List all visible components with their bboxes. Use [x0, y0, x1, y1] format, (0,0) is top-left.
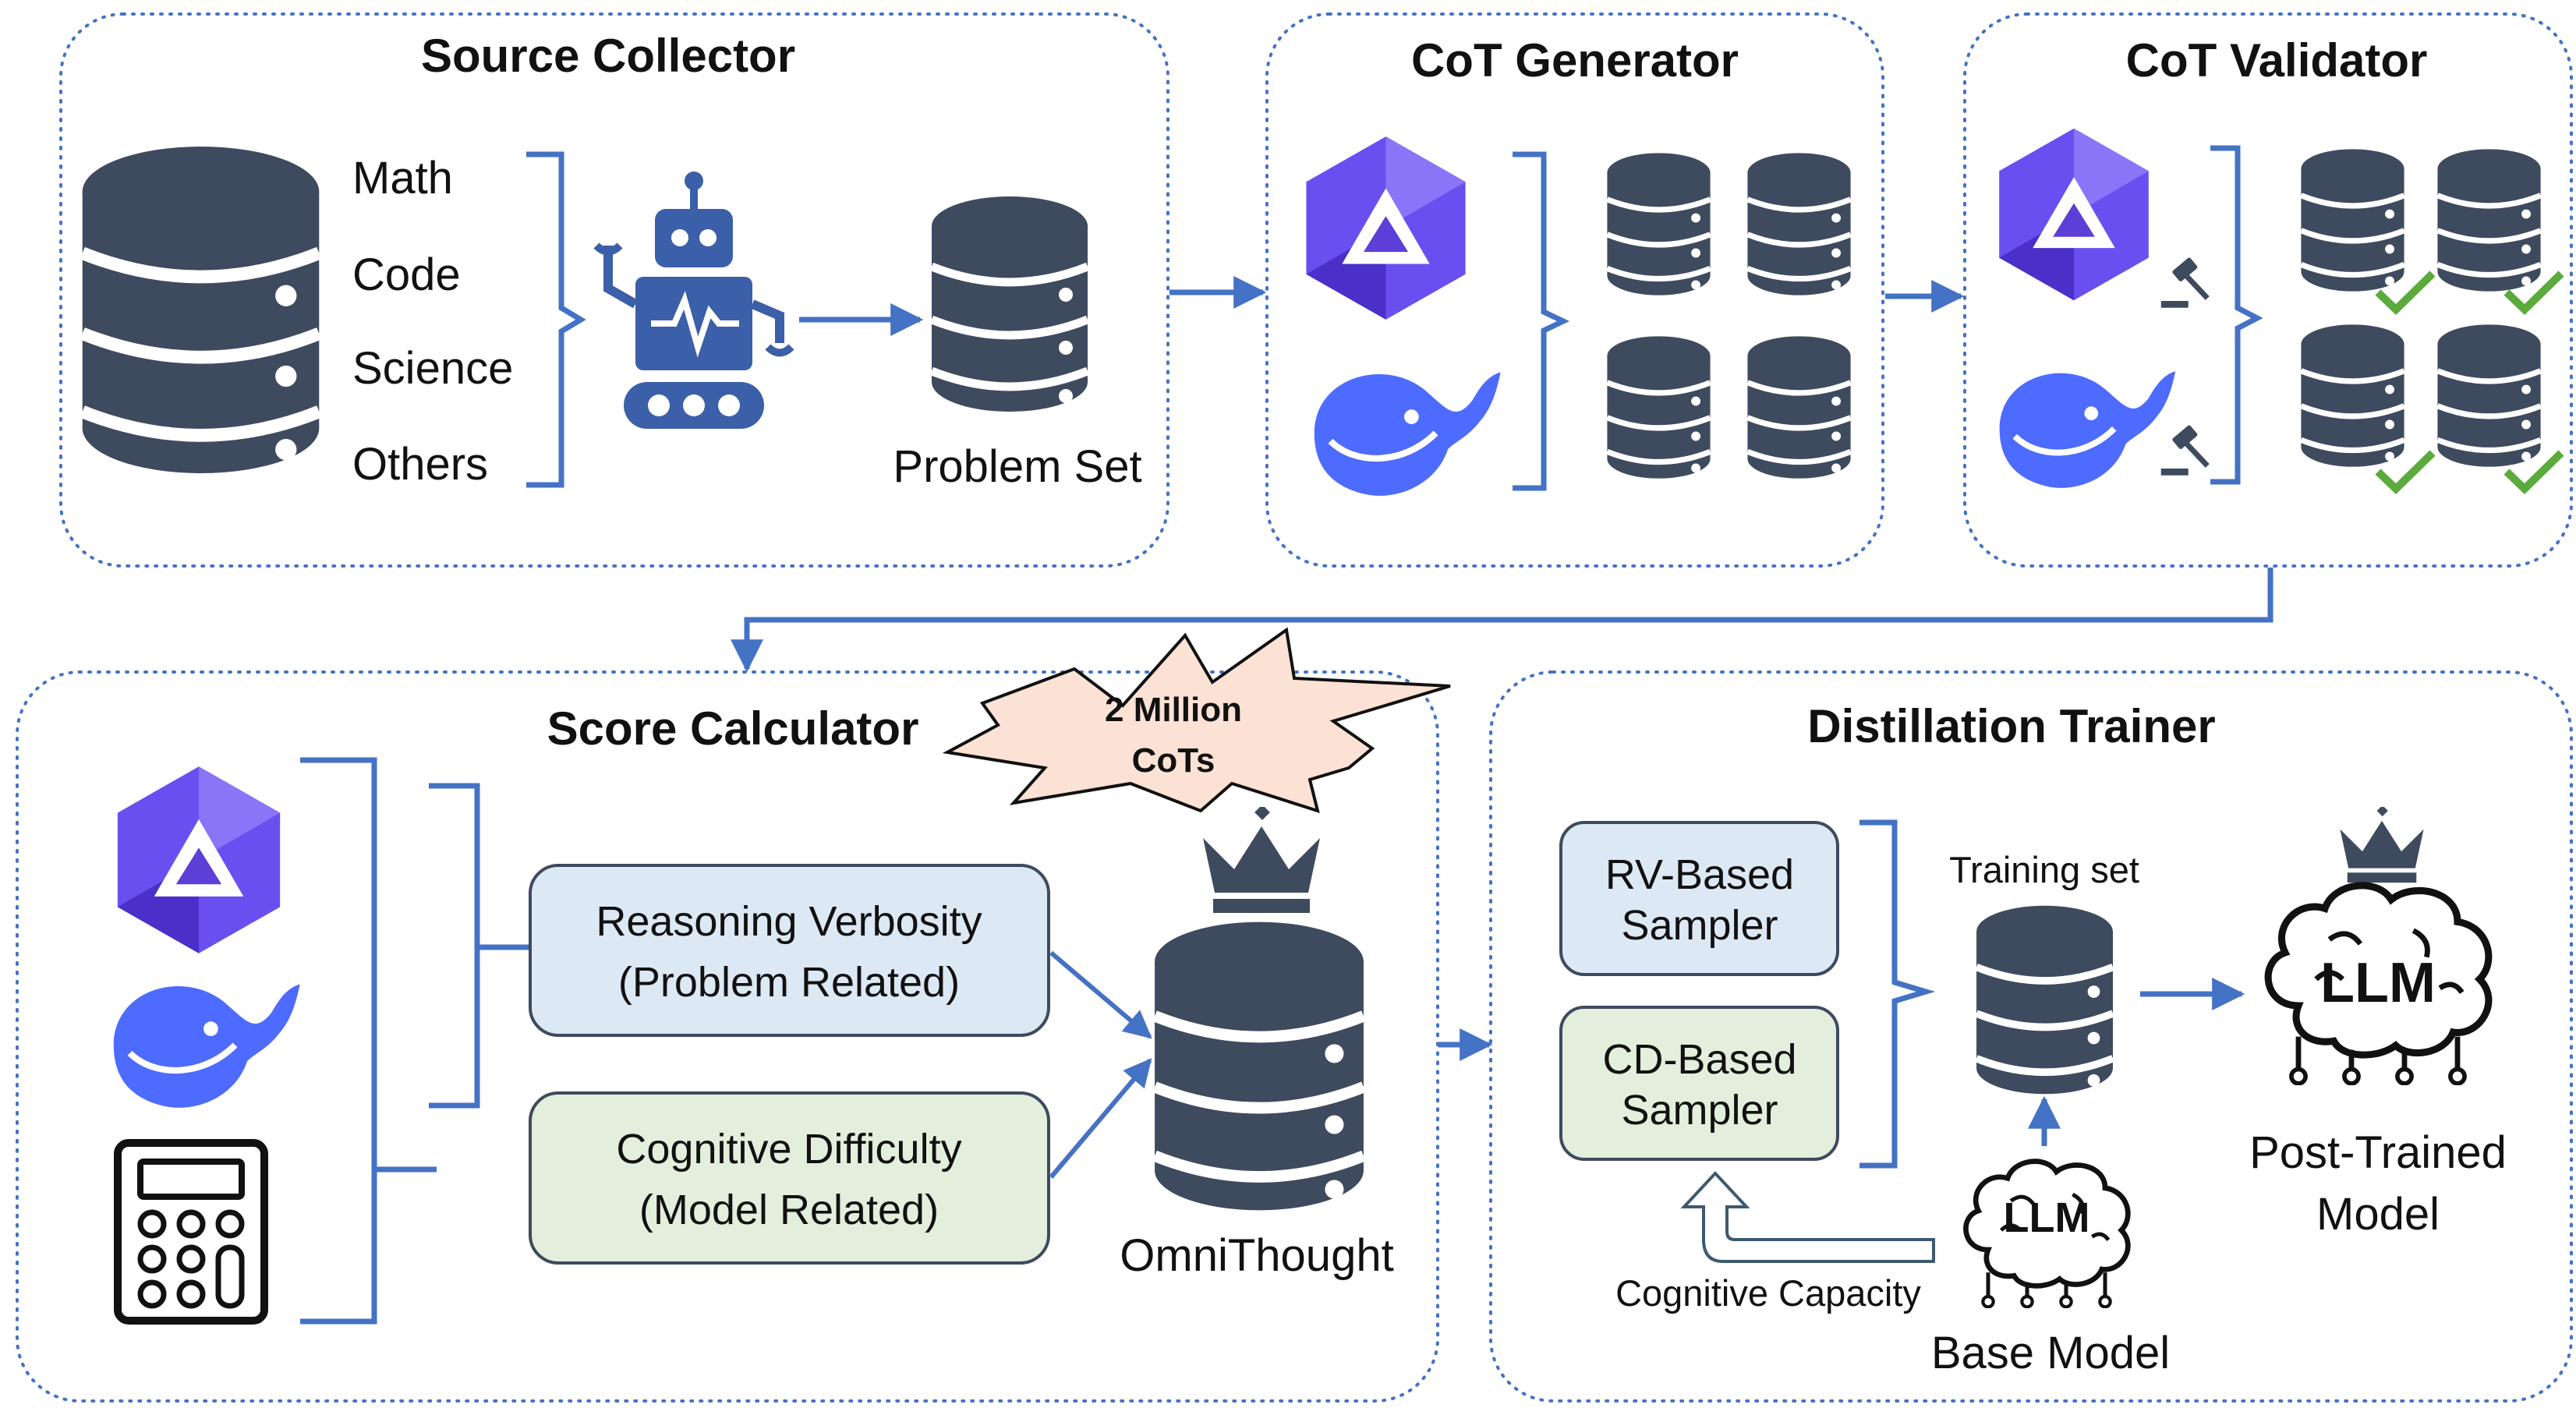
burst-label-line1: 2 Million: [1105, 691, 1242, 729]
qwen-logo-icon: [117, 766, 281, 953]
category-code: Code: [352, 249, 461, 300]
omnithought-database-icon: [1155, 922, 1364, 1211]
database-icon: [83, 147, 320, 473]
problem-set-label: Problem Set: [893, 441, 1141, 492]
category-others: Others: [352, 439, 488, 490]
deepseek-whale-icon: [114, 985, 300, 1108]
cognitive-capacity-arrow: [1680, 1171, 1935, 1263]
source-collector-panel: [59, 12, 1169, 568]
rv-sampler-box: [1559, 821, 1839, 976]
category-brace: [526, 151, 586, 488]
cot-database-icon-1: [1607, 153, 1710, 295]
reasoning-verbosity-line2: (Problem Related): [618, 959, 960, 1006]
qwen-logo-icon: [1306, 136, 1466, 320]
scores-brace: [429, 783, 530, 1109]
post-trained-label-line2: Model: [2316, 1189, 2440, 1240]
validated-database-icon-2: [2437, 149, 2540, 291]
cot-validator-title: CoT Validator: [2126, 34, 2428, 87]
qwen-logo-icon: [1999, 128, 2149, 301]
cognitive-difficulty-line2: (Model Related): [639, 1187, 939, 1233]
reasoning-verbosity-line1: Reasoning Verbosity: [596, 898, 982, 945]
cot-validator-panel: [1963, 12, 2573, 568]
cot-database-icon-2: [1747, 153, 1850, 295]
cd-sampler-line1: CD-Based: [1602, 1036, 1796, 1083]
robot-icon: [596, 172, 791, 429]
omnithought-label: OmniThought: [1120, 1230, 1393, 1281]
gavel-icon: [2161, 424, 2208, 475]
training-set-label: Training set: [1949, 849, 2139, 890]
rv-sampler-line2: Sampler: [1621, 902, 1778, 949]
models-brace: [300, 757, 437, 1325]
cd-sampler-box: [1559, 1006, 1839, 1161]
calculator-icon: [118, 1143, 264, 1321]
category-science: Science: [352, 343, 513, 394]
distillation-trainer-panel: [1489, 670, 2573, 1403]
source-collector-title: Source Collector: [421, 30, 795, 82]
cognitive-capacity-label: Cognitive Capacity: [1615, 1272, 1921, 1314]
gavel-icon: [2161, 256, 2208, 307]
cognitive-difficulty-box: [529, 1091, 1050, 1265]
difficulty-to-omnithought-arrow: [1049, 1058, 1152, 1179]
validator-brace: [2210, 145, 2263, 485]
reasoning-verbosity-box: [529, 864, 1050, 1037]
validated-database-icon-3: [2301, 324, 2404, 466]
verbosity-to-omnithought-arrow: [1049, 950, 1152, 1039]
training-set-database-icon: [1976, 906, 2113, 1095]
burst-shape: [942, 627, 1451, 813]
burst-label-line2: CoTs: [1132, 741, 1215, 780]
post-trained-label-line1: Post-Trained: [2249, 1127, 2507, 1178]
cot-database-icon-3: [1607, 336, 1710, 478]
cot-database-icon-4: [1747, 336, 1850, 478]
crown-icon: [1203, 807, 1320, 913]
deepseek-whale-icon: [1315, 373, 1501, 496]
crown-icon: [2340, 807, 2424, 883]
base-model-label: Base Model: [1931, 1328, 2170, 1378]
cd-sampler-line2: Sampler: [1621, 1087, 1778, 1134]
score-calculator-panel: [16, 670, 1439, 1403]
cognitive-difficulty-line1: Cognitive Difficulty: [616, 1126, 961, 1173]
post-trained-llm-text: LLM: [2320, 952, 2436, 1014]
validated-database-icon-1: [2301, 149, 2404, 291]
validated-database-icon-4: [2437, 324, 2540, 466]
cot-generator-title: CoT Generator: [1411, 34, 1739, 87]
cot-generator-panel: [1265, 12, 1884, 568]
base-model-llm-text: LLM: [2004, 1194, 2090, 1241]
deepseek-whale-icon: [2000, 371, 2176, 488]
validator-to-score-arrow: [731, 568, 2273, 673]
sampler-brace: [1859, 819, 1936, 1169]
generator-brace: [1513, 151, 1570, 491]
rv-sampler-line1: RV-Based: [1605, 851, 1794, 898]
problem-set-database-icon: [932, 196, 1088, 412]
distillation-trainer-title: Distillation Trainer: [1807, 700, 2215, 752]
category-math: Math: [352, 153, 453, 203]
score-calculator-title: Score Calculator: [547, 702, 919, 755]
